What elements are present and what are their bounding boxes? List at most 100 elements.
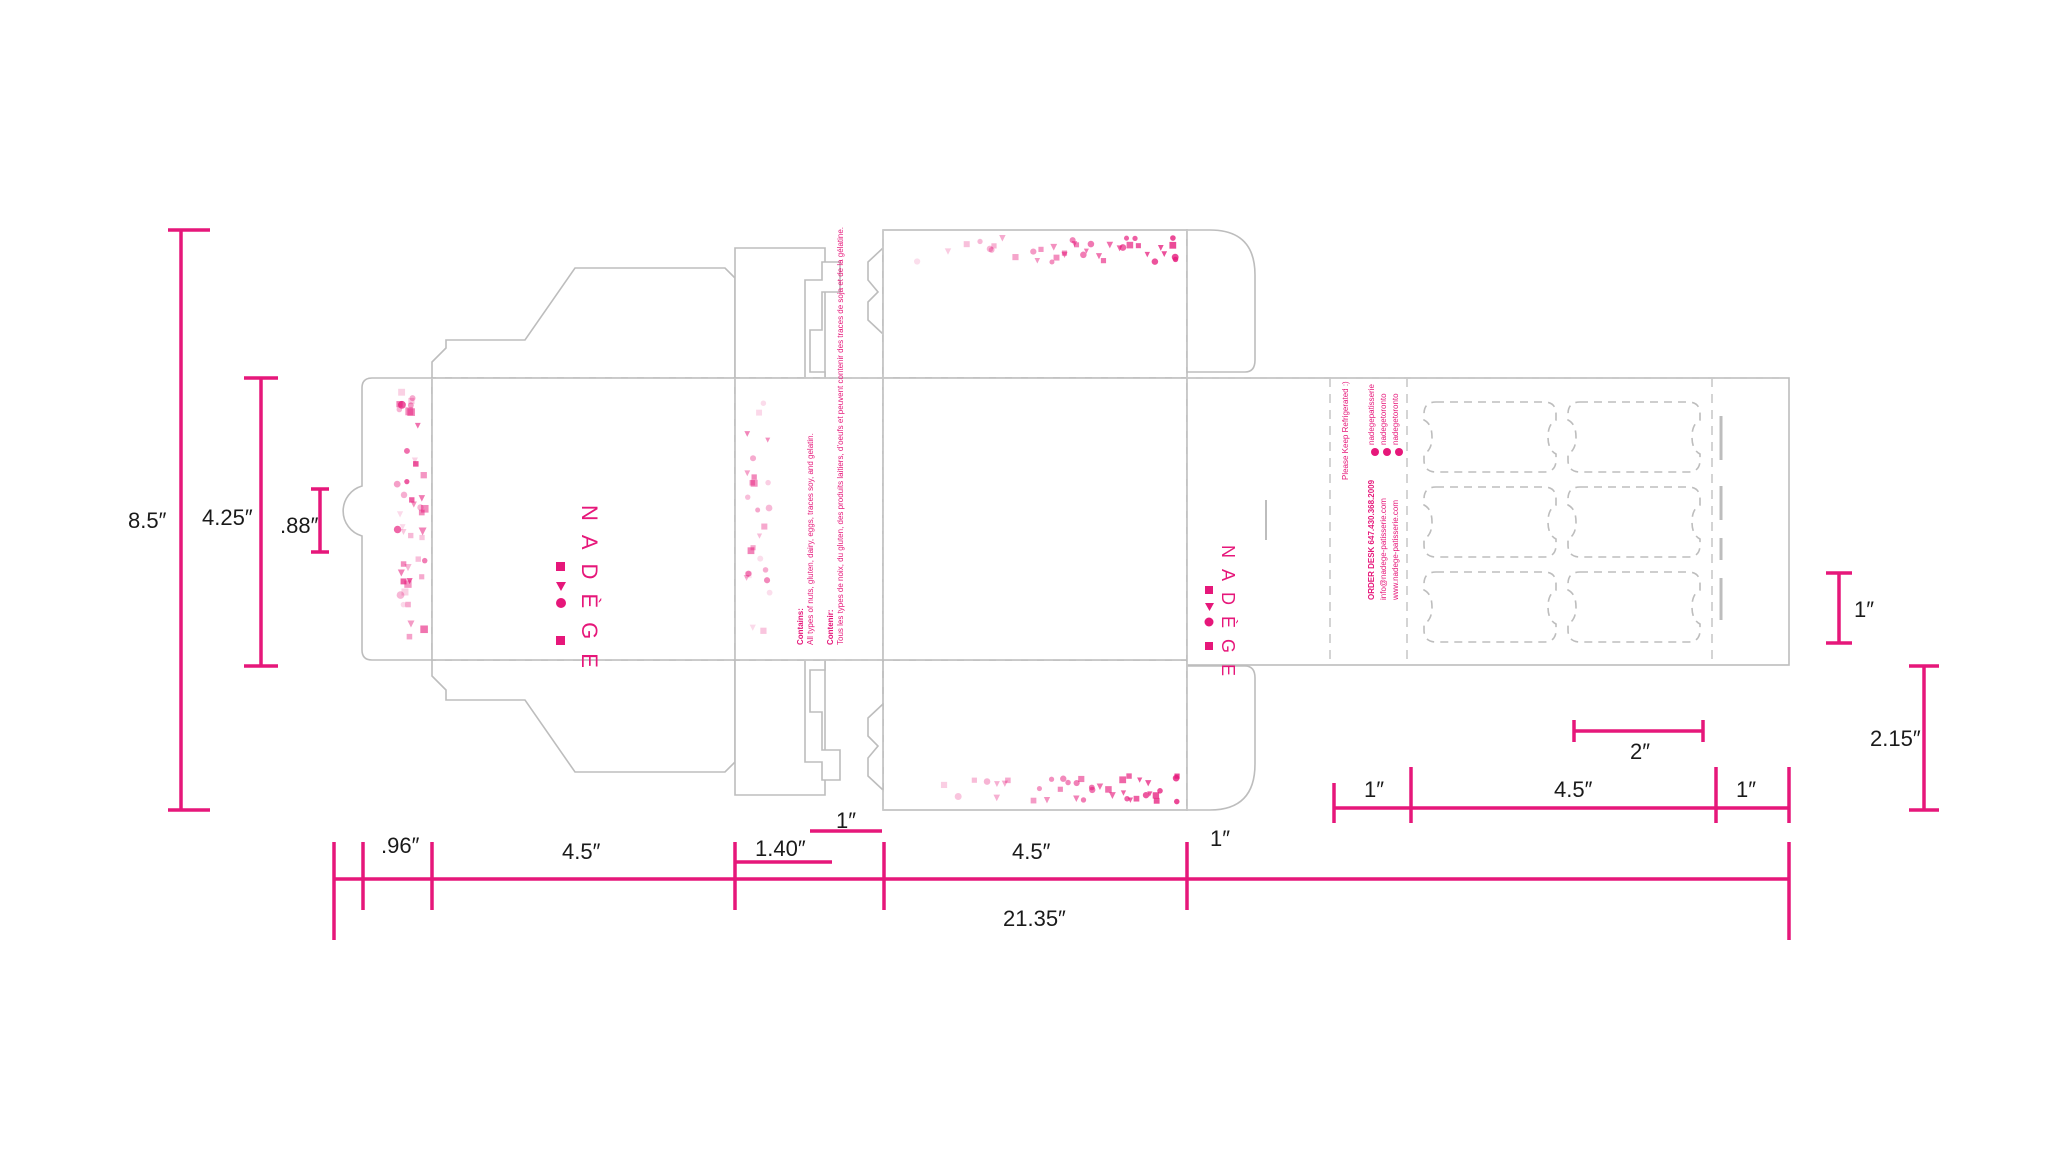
confetti-shape	[1030, 248, 1037, 255]
upper-flap-left	[431, 267, 736, 379]
confetti-shape	[1145, 780, 1152, 787]
confetti-shape	[418, 495, 426, 502]
confetti-shape	[397, 569, 405, 577]
confetti-shape	[749, 624, 756, 631]
confetti-shape	[419, 574, 425, 580]
confetti-shape	[411, 457, 418, 464]
confetti-shape	[396, 591, 405, 599]
confetti-shape	[1096, 783, 1104, 791]
confetti-shape	[1078, 775, 1085, 783]
confetti-shape	[1126, 241, 1134, 249]
confetti-shape	[407, 408, 415, 416]
cavity-cutout	[1567, 401, 1701, 473]
contains-heading: Contains:	[796, 608, 805, 645]
confetti-shape	[1071, 241, 1078, 247]
confetti-shape	[393, 480, 401, 488]
confetti-shape	[749, 480, 755, 486]
confetti-shape	[400, 578, 407, 585]
confetti-shape	[1135, 243, 1141, 249]
confetti-shape	[1034, 258, 1041, 264]
confetti-shape	[1061, 251, 1068, 258]
confetti-shape	[913, 258, 921, 265]
confetti-shape	[986, 245, 994, 253]
dim-label-88: .88″	[280, 513, 319, 538]
confetti-shape	[420, 625, 428, 634]
front-panel	[734, 377, 884, 661]
dim-label-96: .96″	[381, 833, 420, 858]
confetti-shape	[983, 778, 991, 785]
confetti-shape	[413, 461, 419, 467]
confetti-shape	[1048, 776, 1055, 782]
confetti-shape	[765, 437, 771, 443]
confetti-shape	[954, 792, 962, 800]
keep-refrigerated: Please Keep Refrigerated :)	[1341, 381, 1350, 480]
confetti-shape	[1174, 798, 1180, 805]
social-handle-1: nadegepatisserie	[1367, 384, 1376, 445]
confetti-shape	[1161, 251, 1168, 257]
confetti-shape	[1100, 258, 1107, 264]
confetti-shape	[766, 589, 773, 596]
confetti-shape	[1073, 795, 1080, 802]
confetti-pattern	[393, 235, 1180, 805]
confetti-shape	[744, 431, 751, 437]
confetti-shape	[760, 400, 767, 406]
upper-wall-main	[882, 229, 1188, 379]
confetti-shape	[409, 497, 415, 503]
top-panel	[431, 377, 736, 661]
dim-label-side: 1″	[1210, 826, 1230, 851]
confetti-shape	[396, 401, 403, 408]
confetti-shape	[1151, 258, 1159, 265]
cavity-cutout	[1423, 401, 1557, 473]
confetti-shape	[1065, 779, 1071, 786]
confetti-shape	[398, 388, 406, 396]
confetti-shape	[1172, 774, 1180, 782]
confetti-shape	[409, 395, 416, 402]
confetti-shape	[404, 580, 412, 588]
confetti-shape	[1012, 254, 1019, 261]
back-panel-brand: NADÈGE	[1218, 545, 1238, 687]
confetti-shape	[404, 563, 412, 572]
dim-label-gap: 1″	[1854, 597, 1874, 622]
dimension-labels: 8.5″ 4.25″ .88″ .96″ 4.5″ 1.40″ 1″ 4.5″ …	[128, 505, 1921, 931]
upper-side-wall	[867, 246, 884, 378]
confetti-shape	[977, 238, 983, 245]
confetti-shape	[415, 556, 421, 562]
dimension-lines	[168, 228, 1939, 940]
confetti-shape	[1172, 256, 1179, 263]
confetti-shape	[757, 555, 764, 562]
top-panel-brand: NADÈGE	[577, 505, 602, 682]
confetti-shape	[745, 570, 752, 577]
confetti-shape	[405, 601, 411, 608]
brand-wordmark-back: NADÈGE	[1218, 545, 1238, 687]
dieline	[342, 229, 1790, 811]
dim-label-2-15: 2.15″	[1870, 726, 1921, 751]
insert-cavities	[1423, 401, 1701, 643]
dim-label-insert-left: 1″	[1364, 777, 1384, 802]
confetti-shape	[1157, 788, 1163, 794]
dim-label-panel2: 4.5″	[1012, 839, 1051, 864]
confetti-shape	[1080, 251, 1087, 259]
dim-label-total: 21.35″	[1003, 906, 1066, 931]
contenir-body: Tous les types de noix, du gluten, des p…	[836, 227, 845, 645]
confetti-shape	[1080, 797, 1087, 803]
social-icons	[1371, 448, 1403, 456]
confetti-shape	[1147, 791, 1153, 797]
confetti-shape	[410, 501, 417, 508]
upper-rounded-flap	[1186, 229, 1256, 373]
confetti-shape	[1137, 777, 1143, 783]
confetti-shape	[1157, 245, 1164, 251]
brand-shapes-back	[1204, 586, 1214, 650]
brand-wordmark-top: NADÈGE	[577, 505, 602, 682]
confetti-shape	[1043, 797, 1051, 804]
confetti-shape	[418, 527, 427, 536]
confetti-shape	[750, 455, 757, 462]
confetti-shape	[401, 588, 409, 596]
confetti-shape	[408, 397, 415, 405]
confetti-shape	[755, 507, 761, 513]
confetti-shape	[999, 235, 1006, 242]
social-handle-2: nadegetoronto	[1379, 393, 1388, 445]
confetti-shape	[1087, 240, 1095, 248]
confetti-shape	[1106, 241, 1114, 249]
lower-rounded-flap	[1186, 665, 1256, 811]
